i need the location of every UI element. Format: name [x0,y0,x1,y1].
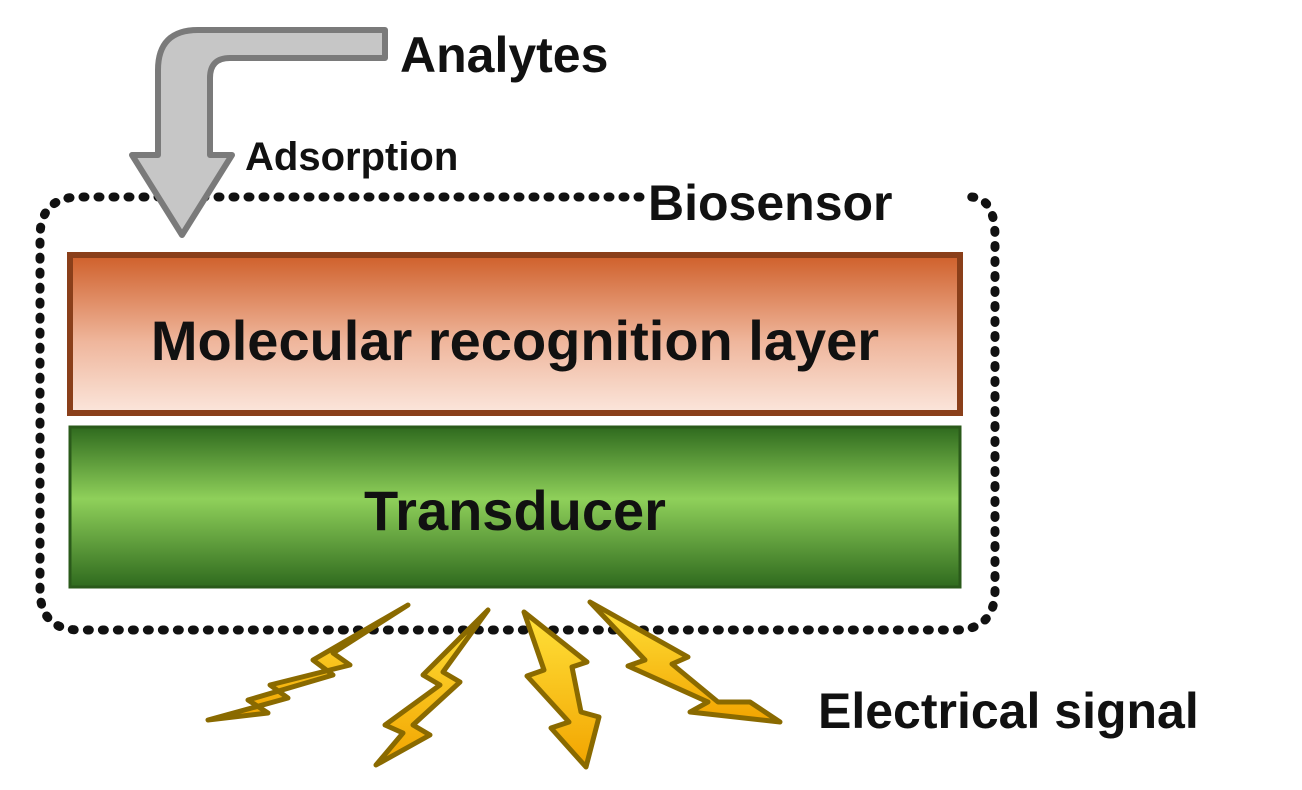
signal-bolts [205,599,783,770]
signal-label: Electrical signal [818,683,1199,739]
transducer-box [68,425,962,589]
biosensor-label: Biosensor [648,175,893,231]
lightning-bolt-icon [205,602,411,723]
recognition-layer-label: Molecular recognition layer [151,309,879,372]
analytes-label: Analytes [400,27,608,83]
lightning-bolt-icon [373,607,491,768]
adsorption-label: Adsorption [245,135,458,179]
curved-down-arrow-icon [129,27,388,238]
transducer-label: Transducer [364,479,666,542]
lightning-bolt-icon [587,599,783,725]
lightning-bolt-icon [521,609,602,770]
biosensor-boundary [35,192,1000,635]
recognition-layer-box [67,252,963,416]
